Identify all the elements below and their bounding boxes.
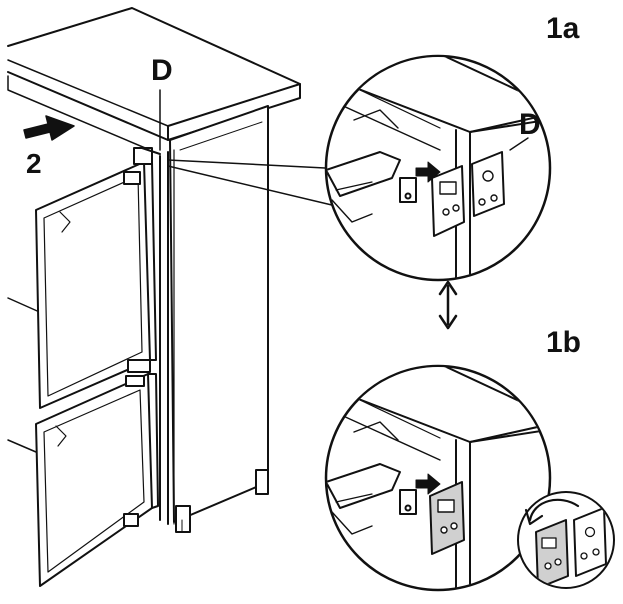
label-step-2: 2 [26,148,42,179]
arrow-right-icon [23,115,75,141]
cabinet [7,7,301,533]
label-part-d: D [151,54,173,87]
rotation-detail [517,491,615,589]
label-view-1a: 1a [546,12,580,45]
detail-circle-1a [324,54,552,282]
door-hinges [123,147,161,527]
double-arrow-vertical-icon [438,280,458,330]
label-inset-part-d: D [519,108,541,141]
label-view-1b: 1b [546,326,582,359]
curved-arrow-icon [528,498,580,522]
callout-leaders [159,89,337,207]
appliance-doors [35,161,159,587]
